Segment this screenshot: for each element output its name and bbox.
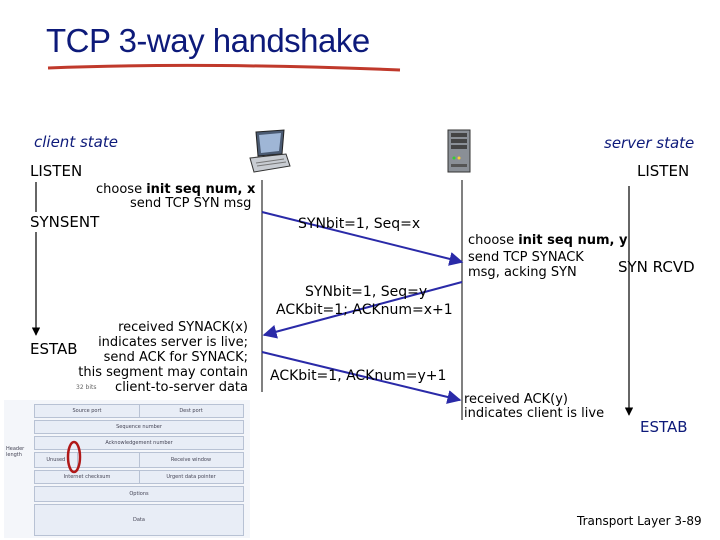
header-row-checksum: Internet checksum Urgent data pointer bbox=[34, 470, 244, 484]
ack-arrow bbox=[261, 351, 462, 404]
header-cell-options: Options bbox=[129, 491, 149, 497]
client-note-line: received SYNACK(x) bbox=[118, 320, 248, 335]
server-note-send-synack: send TCP SYNACK bbox=[468, 250, 584, 265]
server-note-init-seq-bold: init seq num, y bbox=[518, 233, 628, 248]
synack-arrow bbox=[262, 281, 463, 339]
header-cell-checksum: Internet checksum bbox=[35, 471, 140, 483]
header-row-data: Data bbox=[34, 504, 244, 536]
server-note-acking-syn: msg, acking SYN bbox=[468, 265, 577, 280]
header-cell-ack: Acknowledgement number bbox=[105, 440, 173, 446]
server-note-init-seq-prefix: choose bbox=[468, 233, 519, 248]
synack-message-label-2: ACKbit=1; ACKnum=x+1 bbox=[276, 302, 453, 318]
laptop-icon bbox=[249, 129, 291, 173]
header-length-label: Header length bbox=[6, 446, 25, 458]
header-row-flags: Unused Receive window bbox=[34, 452, 244, 468]
syn-arrow bbox=[261, 211, 464, 266]
client-note-init-seq: choose init seq num, x bbox=[96, 182, 255, 197]
header-cell-flags bbox=[77, 453, 140, 467]
header-cell-receive-window: Receive window bbox=[170, 457, 212, 463]
header-row-options: Options bbox=[34, 486, 244, 502]
client-note-line: this segment may contain bbox=[78, 365, 248, 380]
server-state-listen: LISTEN bbox=[637, 162, 690, 180]
client-state-estab: ESTAB bbox=[30, 340, 78, 358]
synack-message-label-1: SYNbit=1, Seq=y bbox=[305, 284, 428, 300]
header-row-seq: Sequence number bbox=[34, 420, 244, 434]
ack-message-label: ACKbit=1, ACKnum=y+1 bbox=[270, 368, 447, 384]
title-underline bbox=[47, 63, 401, 72]
server-note-received-ack: received ACK(y) bbox=[464, 392, 568, 407]
header-cell-source-port: Source port bbox=[35, 405, 140, 417]
bits-label: 32 bits bbox=[76, 384, 97, 391]
header-row-ports: Source port Dest port bbox=[34, 404, 244, 418]
server-note-init-seq: choose init seq num, y bbox=[468, 233, 628, 248]
client-note-line: client-to-server data bbox=[115, 380, 248, 395]
header-cell-data: Data bbox=[133, 517, 145, 523]
header-cell-dest-port: Dest port bbox=[179, 408, 203, 414]
slide-footer: Transport Layer 3-89 bbox=[577, 514, 702, 528]
header-cell-urgent: Urgent data pointer bbox=[166, 474, 216, 480]
server-state-heading: server state bbox=[604, 134, 695, 152]
flags-highlight-oval bbox=[66, 440, 82, 474]
server-note-client-live: indicates client is live bbox=[464, 406, 605, 421]
server-state-synrcvd: SYN RCVD bbox=[618, 258, 695, 276]
server-tower-icon bbox=[447, 129, 471, 173]
client-note-line: indicates server is live; bbox=[98, 335, 248, 350]
syn-message-label: SYNbit=1, Seq=x bbox=[298, 216, 421, 232]
header-cell-seq: Sequence number bbox=[116, 424, 162, 430]
client-note-line: send ACK for SYNACK; bbox=[103, 350, 248, 365]
client-state-listen: LISTEN bbox=[30, 162, 83, 180]
client-state-heading: client state bbox=[34, 133, 118, 151]
client-note-received-synack: received SYNACK(x) indicates server is l… bbox=[78, 320, 248, 395]
server-state-estab: ESTAB bbox=[640, 418, 688, 436]
client-note-init-seq-prefix: choose bbox=[96, 182, 147, 197]
header-cell-unused: Unused bbox=[35, 453, 78, 467]
header-row-ack: Acknowledgement number bbox=[34, 436, 244, 450]
client-note-init-seq-bold: init seq num, x bbox=[146, 182, 256, 197]
client-note-send-syn: send TCP SYN msg bbox=[130, 196, 252, 211]
client-state-synsent: SYNSENT bbox=[30, 213, 100, 231]
tcp-header-fragment: Header length Source port Dest port Sequ… bbox=[4, 400, 250, 538]
slide-title: TCP 3-way handshake bbox=[46, 22, 370, 59]
